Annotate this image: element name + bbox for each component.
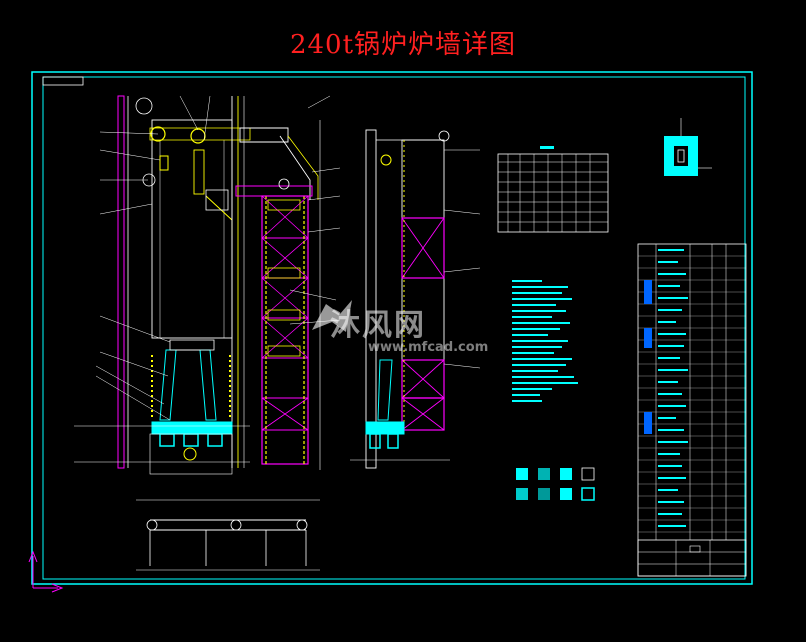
logo-icon (312, 300, 352, 332)
notes-block (512, 280, 578, 402)
watermark: 沐风网 www.mfcad.com (330, 300, 488, 355)
corner-tab (42, 76, 84, 86)
boiler-elevation-main (74, 95, 251, 475)
watermark-text: 沐风网 (330, 308, 426, 343)
section-symbol (664, 118, 712, 176)
drawing-title: 240t锅炉炉墙详图 (289, 30, 517, 60)
boiler-elevation-side (350, 129, 481, 469)
hatch-legend (516, 467, 595, 501)
steel-framework-middle (235, 95, 341, 470)
material-table (497, 146, 609, 233)
plan-view-bottom (136, 499, 320, 571)
ucs-axis-icon (28, 550, 64, 593)
watermark-url: www.mfcad.com (368, 340, 489, 355)
parts-list (637, 243, 747, 577)
outer-frame (31, 71, 753, 585)
